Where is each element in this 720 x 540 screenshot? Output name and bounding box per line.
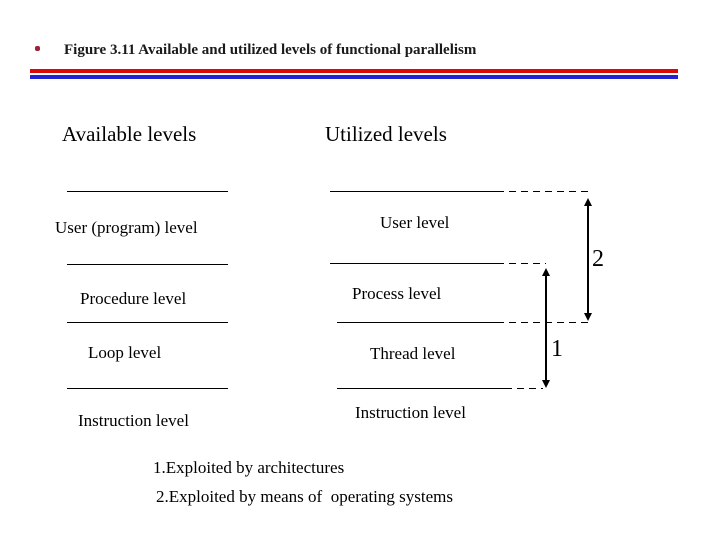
utilized-divider-4 [337, 388, 505, 389]
utilized-levels-header: Utilized levels [325, 122, 447, 146]
utilized-divider-4-dashed [505, 388, 543, 389]
utilized-divider-1 [330, 191, 497, 192]
utilized-divider-3-dashed [497, 322, 590, 323]
header-rule-blue [30, 75, 678, 79]
arrow-1-head-down [542, 380, 550, 388]
utilized-level-instruction: Instruction level [355, 403, 466, 422]
utilized-divider-1-dashed [497, 191, 588, 192]
arrow-2-head-down [584, 313, 592, 321]
header-rule-red [30, 69, 678, 73]
utilized-divider-2 [330, 263, 497, 264]
arrow-1-line [545, 274, 547, 382]
arrow-1-label: 1 [551, 336, 563, 362]
available-level-procedure: Procedure level [80, 289, 187, 308]
arrow-2-head-up [584, 198, 592, 206]
arrow-2-label: 2 [592, 246, 604, 272]
utilized-level-process: Process level [352, 284, 442, 303]
utilized-divider-3 [337, 322, 497, 323]
available-level-instruction: Instruction level [78, 411, 189, 430]
available-levels-header: Available levels [62, 122, 197, 146]
available-divider-4 [67, 388, 228, 389]
slide-title: Figure 3.11 Available and utilized level… [64, 42, 477, 58]
footnote-1: 1.Exploited by architectures [153, 458, 345, 477]
utilized-level-user: User level [380, 213, 450, 232]
bullet-icon [35, 46, 40, 51]
arrow-2-line [587, 204, 589, 314]
available-level-loop: Loop level [88, 343, 162, 362]
utilized-divider-2-dashed [497, 263, 546, 264]
available-level-user-program: User (program) level [55, 218, 198, 237]
utilized-level-thread: Thread level [370, 344, 456, 363]
available-divider-2 [67, 264, 228, 265]
available-divider-1 [67, 191, 228, 192]
arrow-1-head-up [542, 268, 550, 276]
footnote-2: 2.Exploited by means of operating system… [156, 487, 453, 506]
available-divider-3 [67, 322, 228, 323]
